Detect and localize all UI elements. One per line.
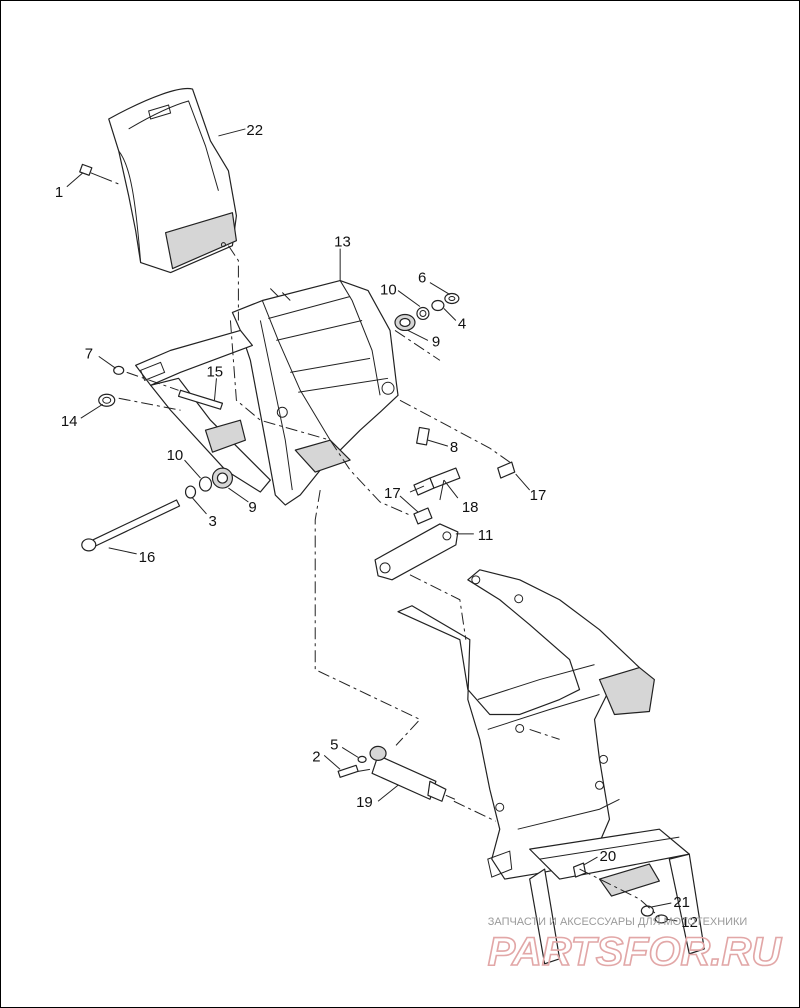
callout-19: 19: [356, 794, 373, 811]
part-17-pin-left: [413, 507, 433, 525]
callout-14: 14: [61, 413, 78, 430]
part-13-frame-section: [135, 279, 399, 506]
callout-3: 3: [208, 513, 216, 530]
part-5-washer: [357, 755, 367, 763]
callout-22: 22: [246, 122, 263, 139]
part-main-frame: [397, 569, 705, 965]
part-6-nut: [444, 292, 460, 305]
callout-15: 15: [206, 363, 223, 380]
part-8-clip: [416, 426, 430, 446]
callout-2: 2: [312, 748, 320, 765]
callout-1: 1: [55, 184, 63, 201]
part-19-sensor: [369, 745, 456, 802]
callout-10-upper: 10: [380, 282, 397, 299]
callout-9-upper: 9: [432, 333, 440, 350]
callout-12: 12: [681, 914, 698, 931]
callout-17-left: 17: [384, 485, 401, 502]
watermark: ЗАПЧАСТИ И АКСЕССУАРЫ ДЛЯ МОТОТЕХНИКИ PA…: [487, 916, 783, 975]
part-14-washer: [98, 393, 116, 407]
callout-16: 16: [139, 549, 156, 566]
part-9-bushing-lower: [211, 467, 234, 489]
part-10-washer-lower: [198, 476, 213, 492]
callout-20: 20: [600, 848, 617, 865]
callout-8: 8: [450, 439, 458, 456]
part-9-bushing-upper: [394, 313, 416, 332]
callout-21: 21: [673, 894, 690, 911]
callout-17-right: 17: [530, 487, 547, 504]
part-7-nut: [113, 365, 125, 375]
part-11-link-bracket: [374, 523, 459, 581]
callout-4: 4: [458, 315, 466, 332]
callout-5: 5: [330, 736, 338, 753]
part-3-washer: [184, 485, 197, 499]
part-10-washer-upper: [416, 306, 430, 321]
callout-7: 7: [85, 345, 93, 362]
callout-11: 11: [478, 527, 494, 544]
callout-10-lower: 10: [167, 447, 184, 464]
callout-18: 18: [462, 499, 479, 516]
part-22-fender-cover: [108, 87, 238, 274]
part-21-washer: [640, 905, 654, 917]
part-15-bolt: [177, 389, 224, 410]
callout-13: 13: [334, 234, 351, 251]
part-17-pin-right: [497, 461, 516, 479]
part-2-screw: [337, 764, 359, 778]
part-16-long-bolt: [81, 499, 181, 552]
watermark-caption: ЗАПЧАСТИ И АКСЕССУАРЫ ДЛЯ МОТОТЕХНИКИ: [488, 916, 748, 928]
part-4-washer: [431, 299, 445, 312]
callout-6: 6: [418, 270, 426, 287]
part-20-pin: [572, 862, 587, 878]
part-1-screw: [79, 163, 121, 186]
leader-lines: [66, 128, 678, 922]
callouts: 22 1 13 6 10 4 9 7 15 14 8 10 17 18 17 9…: [55, 122, 698, 931]
watermark-logo: PARTSFOR.RU: [488, 930, 782, 974]
callout-9-lower: 9: [248, 499, 256, 516]
assembly-lines: [118, 245, 660, 918]
